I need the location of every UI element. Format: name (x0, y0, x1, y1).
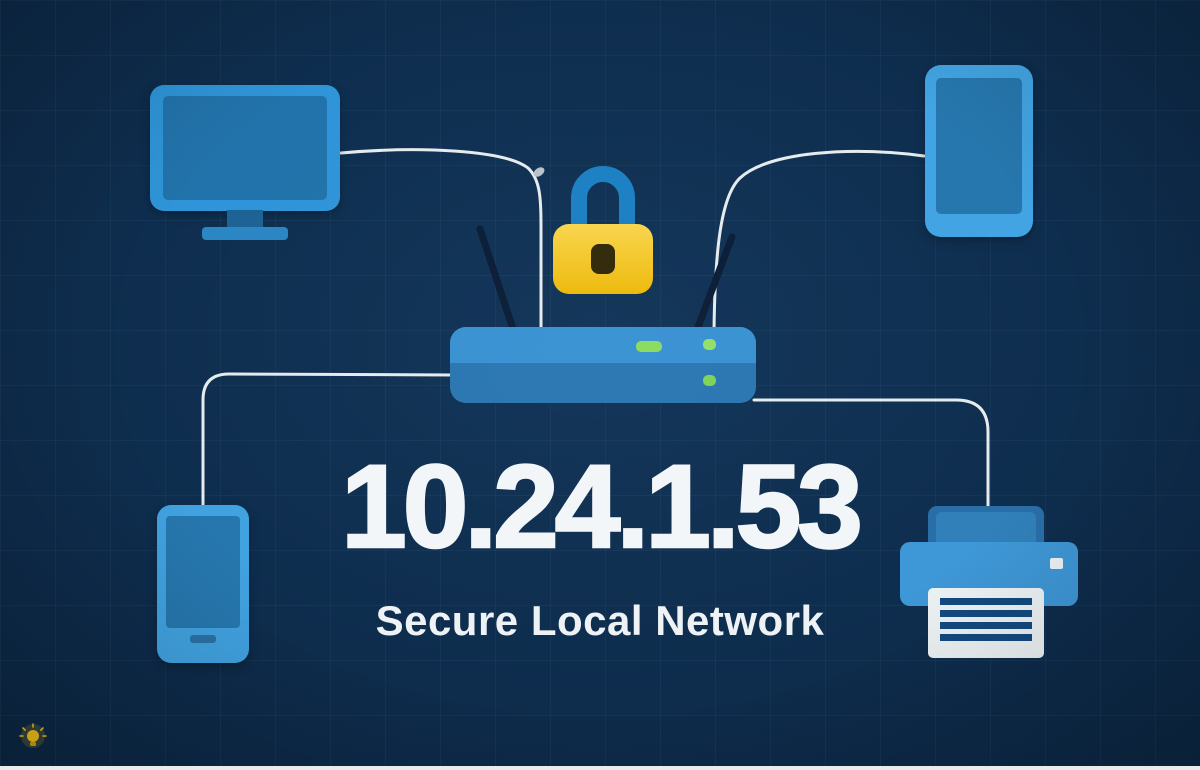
monitor-base (202, 227, 288, 240)
lightbulb-icon (16, 722, 50, 761)
padlock-keyhole (591, 244, 615, 274)
padlock-shackle (571, 166, 635, 242)
padlock-icon (548, 146, 658, 303)
printer-paper-line (940, 634, 1032, 641)
printer-paper-line (940, 598, 1032, 605)
ip-address-text: 10.24.1.53 (340, 441, 864, 573)
bottom-border (0, 766, 1200, 770)
tablet-icon (925, 65, 1033, 237)
monitor-icon (150, 85, 340, 240)
router-led (636, 341, 662, 352)
printer-button (1050, 558, 1063, 569)
printer-icon (898, 502, 1080, 669)
connector-dot (533, 167, 545, 177)
printer-paper-line (940, 622, 1032, 629)
printer-connector-line (752, 398, 990, 508)
phone-icon (157, 505, 249, 663)
monitor-screen (163, 96, 327, 200)
subtitle-text: Secure Local Network (375, 597, 825, 644)
phone-screen (166, 516, 240, 628)
monitor-frame (150, 85, 340, 211)
phone-home-button (190, 635, 216, 643)
monitor-stand (227, 210, 263, 227)
router-icon (440, 215, 770, 420)
tablet-connector-line (712, 149, 926, 332)
router-led (703, 339, 716, 350)
printer-lid-inner (936, 512, 1036, 546)
router-antenna-right (691, 233, 736, 339)
router-led (703, 375, 716, 386)
monitor-connector-line (339, 148, 543, 332)
router-antenna-left (476, 225, 519, 339)
phone-connector-line (201, 372, 454, 508)
printer-paper-line (940, 610, 1032, 617)
tablet-screen (936, 78, 1022, 214)
router-top-face (450, 345, 756, 363)
